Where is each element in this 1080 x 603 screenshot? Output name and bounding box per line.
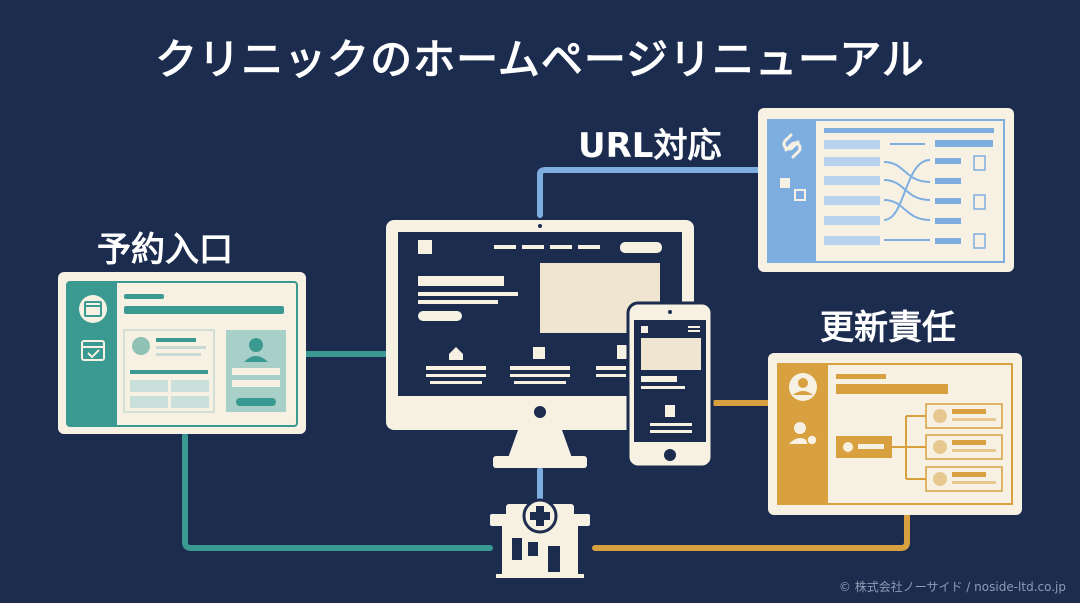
building-icon bbox=[665, 405, 675, 417]
building-icon bbox=[617, 345, 627, 359]
reservation-card bbox=[58, 272, 306, 434]
redirect-icon bbox=[780, 178, 806, 201]
smartphone bbox=[626, 301, 714, 469]
clinic-icon bbox=[490, 498, 590, 578]
user-check-icon bbox=[789, 422, 818, 446]
connector-update-clinic bbox=[592, 512, 910, 551]
reservation-label: 予約入口 bbox=[97, 230, 233, 270]
url-card bbox=[758, 108, 1014, 272]
doctor-icon bbox=[132, 337, 150, 355]
person-icon bbox=[244, 338, 268, 362]
url-label: URL対応 bbox=[578, 126, 722, 166]
calendar-icon bbox=[79, 295, 107, 323]
document-icon bbox=[533, 347, 545, 359]
connector-reservation-clinic bbox=[182, 433, 493, 551]
copyright-footer: © 株式会社ノーサイド / noside-ltd.co.jp bbox=[838, 580, 1066, 594]
connector-url bbox=[537, 167, 763, 218]
home-icon bbox=[449, 347, 463, 360]
medical-cross-icon bbox=[522, 498, 558, 534]
page-title: クリニックのホームページリニューアル bbox=[155, 35, 925, 84]
update-label: 更新責任 bbox=[820, 308, 956, 348]
user-icon bbox=[789, 373, 817, 401]
update-card bbox=[768, 353, 1022, 515]
document-icon bbox=[973, 155, 986, 249]
calendar-check-icon bbox=[81, 340, 105, 361]
link-icon bbox=[782, 133, 802, 159]
